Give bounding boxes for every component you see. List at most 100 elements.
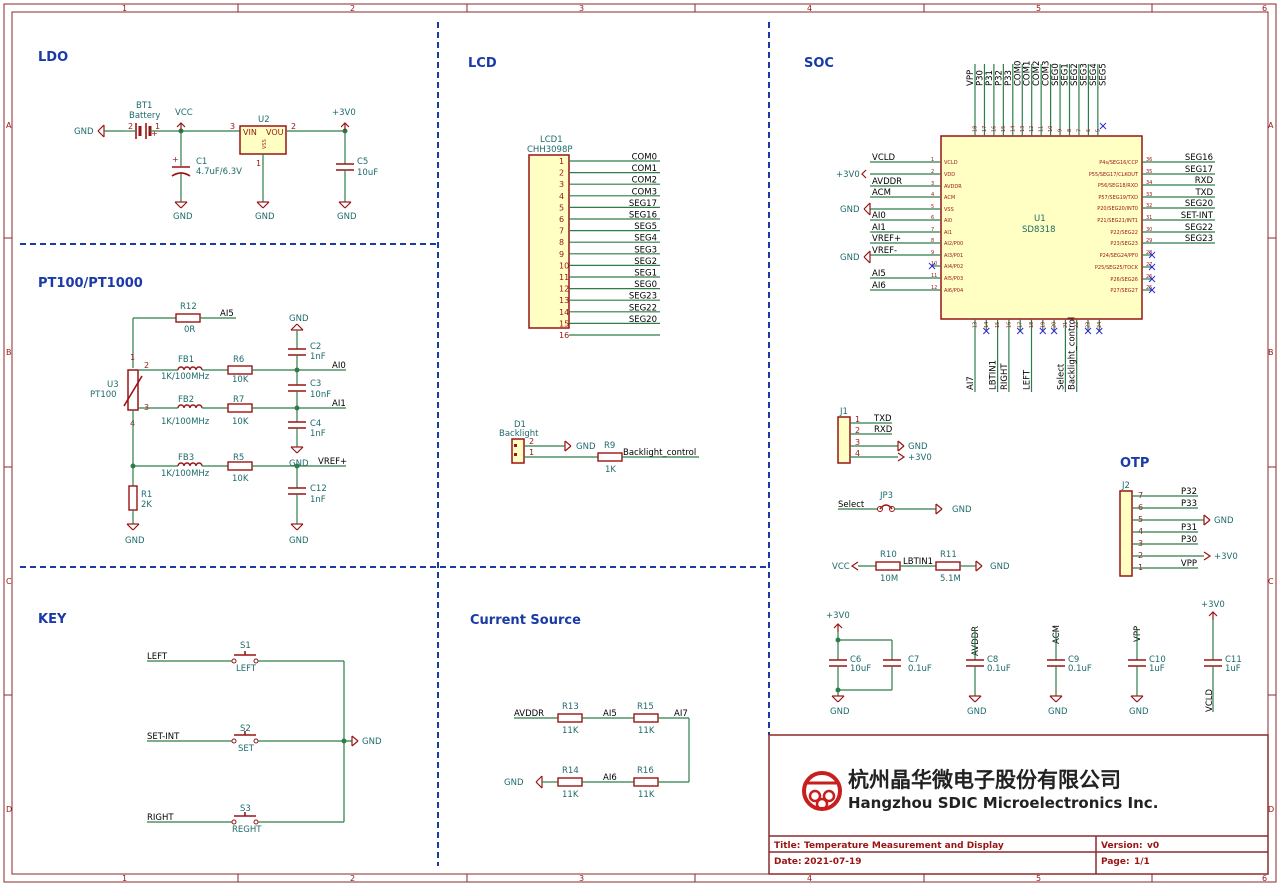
component-value: 4.7uF/6.3V [196, 167, 242, 177]
net-label: RIGHT [147, 813, 174, 823]
net-label: GND [289, 536, 309, 546]
column-label: 3 [579, 874, 584, 883]
pin-number: 6 [559, 215, 564, 224]
pin-number: 10 [1048, 126, 1054, 132]
section-title-key: KEY [38, 612, 67, 627]
net-label: SEG22 [1185, 223, 1213, 233]
net-label: Backlight_control [623, 448, 696, 458]
pin-name: P57/SEG19/TXD [1098, 195, 1138, 201]
net-label: SEG0 [634, 280, 657, 290]
pin-number: 5 [559, 203, 564, 212]
power-label: +3V0 [836, 170, 860, 180]
pin-number: 3 [931, 181, 934, 187]
component-ref: U2 [258, 115, 270, 125]
component-ref: R13 [562, 702, 579, 712]
sheet-frame [3, 3, 1277, 883]
net-label: SEG5 [1098, 63, 1108, 86]
net-label: VREF- [872, 246, 897, 256]
component-value: Battery [129, 111, 160, 121]
pin-number: 13 [1020, 126, 1026, 132]
component-ref: R11 [940, 550, 957, 560]
component-value: 11K [562, 790, 579, 800]
net-label: SEG4 [634, 234, 657, 244]
net-label: GND [289, 459, 309, 469]
battery-detect-divider: VCC R10 10M LBTIN1 R11 5.1M GND [832, 550, 1010, 584]
ldo-circuit: GND BT1 Battery 2 1 + VCC + C1 4.7uF/6.3… [74, 101, 378, 222]
net-label: GND [255, 212, 275, 222]
net-label: VPP [1181, 559, 1197, 569]
pin-name: VSS [944, 207, 954, 213]
component-ref: C11 [1225, 655, 1242, 665]
pin-number: 1 [855, 415, 860, 424]
component-ref: JP3 [879, 491, 893, 501]
component-value: 10M [880, 574, 898, 584]
component-value: 0.1uF [908, 664, 932, 674]
power-label: +3V0 [908, 453, 932, 463]
pin-name: VOU [266, 128, 284, 137]
net-label: GND [173, 212, 193, 222]
component-ref: FB1 [178, 355, 194, 365]
net-label: AI1 [332, 399, 346, 409]
net-label: COM3 [632, 187, 657, 197]
pin-number: 2 [855, 426, 860, 435]
pin-number: 24 [1097, 322, 1103, 328]
component-ref: C7 [908, 655, 919, 665]
pin-number: 1 [559, 157, 564, 166]
net-label: TXD [1194, 188, 1213, 198]
net-label: GND [337, 212, 357, 222]
ground-symbol [863, 202, 871, 216]
component-ref: R9 [604, 441, 615, 451]
pin-number: 15 [559, 319, 569, 328]
pin-number: 3 [230, 122, 235, 131]
pin-number: 13 [973, 322, 979, 328]
polarity-mark: + [172, 155, 179, 164]
net-label: SEG20 [629, 315, 657, 325]
net-label: GND [967, 707, 987, 717]
component-ref: S1 [240, 641, 251, 651]
pin-number: 28 [1146, 250, 1152, 256]
pin-number: 4 [559, 192, 564, 201]
ground-symbol [1203, 514, 1211, 526]
component-ref: C12 [310, 484, 327, 494]
row-label: D [6, 805, 12, 814]
pin-name: AI2/P00 [944, 241, 963, 247]
component-ref: U1 [1034, 214, 1046, 224]
pin-number: 12 [931, 285, 937, 291]
column-label: 5 [1036, 4, 1041, 13]
pin-name: ACM [944, 195, 955, 201]
component-ref: J2 [1121, 481, 1130, 491]
component-value: 0R [184, 325, 195, 335]
pin-number: 9 [559, 250, 564, 259]
pin-number: 15 [995, 322, 1001, 328]
backlight-circuit: D1 Backlight 2 1 GND R9 1K Backlight_con… [499, 420, 699, 475]
net-label: COM3 [1042, 61, 1052, 86]
net-label: SEG1 [634, 269, 657, 279]
date-value: 2021-07-19 [804, 857, 862, 867]
component-value: LEFT [236, 664, 257, 674]
component-ref: C8 [987, 655, 998, 665]
pin-number: 27 [1146, 262, 1152, 268]
net-label: GND [289, 314, 309, 324]
pin-number: 18 [973, 126, 979, 132]
component-value: CHH3098P [527, 145, 572, 155]
pin-number: 16 [559, 331, 569, 340]
net-label: RXD [1195, 176, 1214, 186]
net-label: AI5 [872, 269, 886, 279]
net-label: Backlight_control [1068, 317, 1078, 390]
switch-s2: S2 SET [231, 724, 259, 754]
net-label: SEG2 [1070, 63, 1080, 86]
net-label: GND [1214, 516, 1234, 526]
net-label: COM1 [1023, 61, 1033, 86]
pin-name: VCLD [944, 160, 958, 166]
frame-column-labels: 1 2 3 4 5 6 1 2 3 4 5 6 [122, 4, 1267, 883]
row-label: C [6, 577, 12, 586]
pin-number: 8 [931, 238, 934, 244]
component-value: 10K [232, 474, 249, 484]
component-value: 11K [562, 726, 579, 736]
battery-bt1: BT1 Battery 2 1 + [128, 101, 160, 139]
column-label: 6 [1262, 4, 1267, 13]
pin-number: 6 [1086, 129, 1092, 132]
pin-number: 15 [1001, 126, 1007, 132]
current-source-circuit: AVDDR R13 11K AI5 R15 11K AI7 GND R14 11… [504, 702, 690, 800]
company-logo [802, 771, 842, 811]
